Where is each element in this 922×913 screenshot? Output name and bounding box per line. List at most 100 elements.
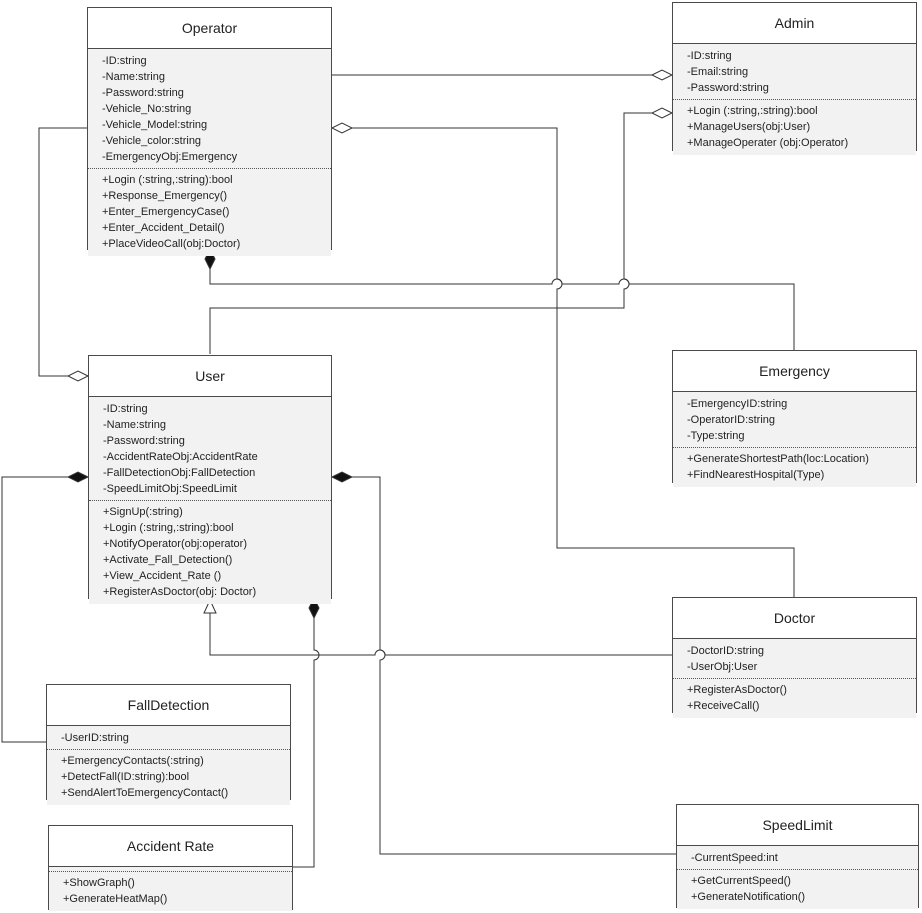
attribute: -EmergencyObj:Emergency: [102, 151, 238, 163]
methods-section: +ShowGraph() +GenerateHeatMap(): [49, 875, 292, 907]
attribute: -Email:string: [687, 66, 749, 78]
method: +Response_Emergency(): [102, 190, 228, 202]
operator-user-aggregation: [38, 127, 88, 377]
methods-section: +GetCurrentSpeed() +GenerateNotification…: [677, 873, 918, 905]
methods-section: +SignUp(:string) +Login (:string,:string…: [89, 504, 331, 600]
class-name: Accident Rate: [49, 826, 292, 867]
class-name: FallDetection: [47, 685, 290, 726]
attributes-section: -CurrentSpeed:int: [677, 850, 918, 866]
aggregation-diamond-operator-doctor: [330, 122, 354, 134]
attribute: -UserObj:User: [687, 661, 758, 673]
attribute: -OperatorID:string: [687, 414, 776, 426]
attribute: -DoctorID:string: [687, 645, 765, 657]
user-class[interactable]: User -ID:string -Name:string -Password:s…: [88, 355, 332, 604]
attribute: -ID:string: [687, 50, 732, 62]
method: +EmergencyContacts(:string): [61, 755, 204, 767]
method: +RegisterAsDoctor(): [687, 684, 787, 696]
composition-diamond-user-speed: [330, 471, 354, 483]
section-divider: [47, 749, 290, 750]
attributes-section: -EmergencyID:string -OperatorID:string -…: [673, 396, 916, 444]
method: +NotifyOperator(obj:operator): [103, 538, 247, 550]
method: +FindNearestHospital(Type): [687, 469, 825, 481]
method: +ManageOperater (obj:Operator): [687, 137, 849, 149]
method: +GenerateHeatMap(): [63, 893, 168, 905]
attribute: -Vehicle_No:string: [102, 103, 192, 115]
user-accidentrate-composition: [293, 618, 320, 868]
method: +Login (:string,:string):bool: [687, 105, 818, 117]
methods-section: +EmergencyContacts(:string) +DetectFall(…: [47, 753, 290, 801]
operator-class[interactable]: Operator -ID:string -Name:string -Passwo…: [87, 7, 332, 256]
doctor-user-inheritance: [209, 613, 672, 656]
section-divider: [677, 869, 918, 870]
operator-emergency-composition: [209, 269, 795, 350]
inheritance-triangle: [203, 598, 217, 614]
attribute: -CurrentSpeed:int: [691, 852, 778, 864]
attribute: -Vehicle_color:string: [102, 135, 202, 147]
section-divider: [89, 500, 331, 501]
method: +View_Accident_Rate (): [103, 570, 222, 582]
composition-diamond-user-fall: [66, 471, 90, 483]
section-divider: [49, 871, 292, 872]
class-name: User: [89, 356, 331, 397]
method: +Login (:string,:string):bool: [103, 522, 234, 534]
method: +DetectFall(ID:string):bool: [61, 771, 190, 783]
method: +SendAlertToEmergencyContact(): [61, 787, 229, 799]
section-divider: [88, 168, 331, 169]
attribute: -Type:string: [687, 430, 745, 442]
attribute: -Password:string: [102, 87, 184, 99]
method: +SignUp(:string): [103, 506, 183, 518]
methods-section: +GenerateShortestPath(loc:Location) +Fin…: [673, 451, 916, 483]
method: +Login (:string,:string):bool: [102, 174, 233, 186]
class-name: Emergency: [673, 351, 916, 392]
method: +PlaceVideoCall(obj:Doctor): [102, 238, 241, 250]
attribute: -AccidentRateObj:AccidentRate: [103, 451, 258, 463]
operator-doctor-aggregation: [332, 127, 558, 277]
attributes-section: -ID:string -Email:string -Password:strin…: [673, 48, 916, 96]
section-divider: [673, 447, 916, 448]
method: +ShowGraph(): [63, 877, 135, 889]
methods-section: +Login (:string,:string):bool +ManageUse…: [673, 103, 916, 151]
attribute: -Name:string: [103, 419, 166, 431]
attribute: -Vehicle_Model:string: [102, 119, 208, 131]
attributes-section: -ID:string -Name:string -Password:string…: [88, 53, 331, 165]
method: +ReceiveCall(): [687, 700, 760, 712]
attribute: -FallDetectionObj:FallDetection: [103, 467, 256, 479]
method: +Activate_Fall_Detection(): [103, 554, 233, 566]
attribute: -EmergencyID:string: [687, 398, 788, 410]
attribute: -Password:string: [103, 435, 185, 447]
methods-section: +Login (:string,:string):bool +Response_…: [88, 172, 331, 252]
aggregation-diamond-admin-user: [650, 107, 674, 119]
user-speedlimit-composition: [352, 476, 676, 855]
method: +GenerateShortestPath(loc:Location): [687, 453, 869, 465]
speedlimit-class[interactable]: SpeedLimit -CurrentSpeed:int +GetCurrent…: [676, 804, 919, 909]
doctor-class[interactable]: Doctor -DoctorID:string -UserObj:User +R…: [672, 597, 917, 718]
aggregation-diamond-user-operator: [66, 370, 90, 382]
attributes-section: -DoctorID:string -UserObj:User: [673, 643, 916, 675]
method: +ManageUsers(obj:User): [687, 121, 811, 133]
attribute: -SpeedLimitObj:SpeedLimit: [103, 483, 237, 495]
attributes-section: -ID:string -Name:string -Password:string…: [89, 401, 331, 497]
method: +RegisterAsDoctor(obj: Doctor): [103, 586, 257, 598]
user-falldetection-composition: [1, 476, 68, 743]
attribute: -Password:string: [687, 82, 769, 94]
admin-class[interactable]: Admin -ID:string -Email:string -Password…: [672, 2, 917, 155]
class-name: Operator: [88, 8, 331, 49]
attribute: -Name:string: [102, 71, 165, 83]
accidentrate-class[interactable]: Accident Rate +ShowGraph() +GenerateHeat…: [48, 825, 293, 911]
attribute: -ID:string: [102, 55, 147, 67]
section-divider: [673, 99, 916, 100]
aggregation-diamond-admin-operator: [650, 69, 674, 81]
attribute: -UserID:string: [61, 732, 129, 744]
method: +Enter_EmergencyCase(): [102, 206, 230, 218]
attributes-section: -UserID:string: [47, 730, 290, 746]
method: +GetCurrentSpeed(): [691, 875, 791, 887]
attribute: -ID:string: [103, 403, 148, 415]
methods-section: +RegisterAsDoctor() +ReceiveCall(): [673, 682, 916, 714]
section-divider: [673, 678, 916, 679]
method: +Enter_Accident_Detail(): [102, 222, 225, 234]
falldetection-class[interactable]: FallDetection -UserID:string +EmergencyC…: [46, 684, 291, 805]
class-name: Doctor: [673, 598, 916, 639]
emergency-class[interactable]: Emergency -EmergencyID:string -OperatorI…: [672, 350, 917, 487]
method: +GenerateNotification(): [691, 891, 806, 903]
class-name: SpeedLimit: [677, 805, 918, 846]
